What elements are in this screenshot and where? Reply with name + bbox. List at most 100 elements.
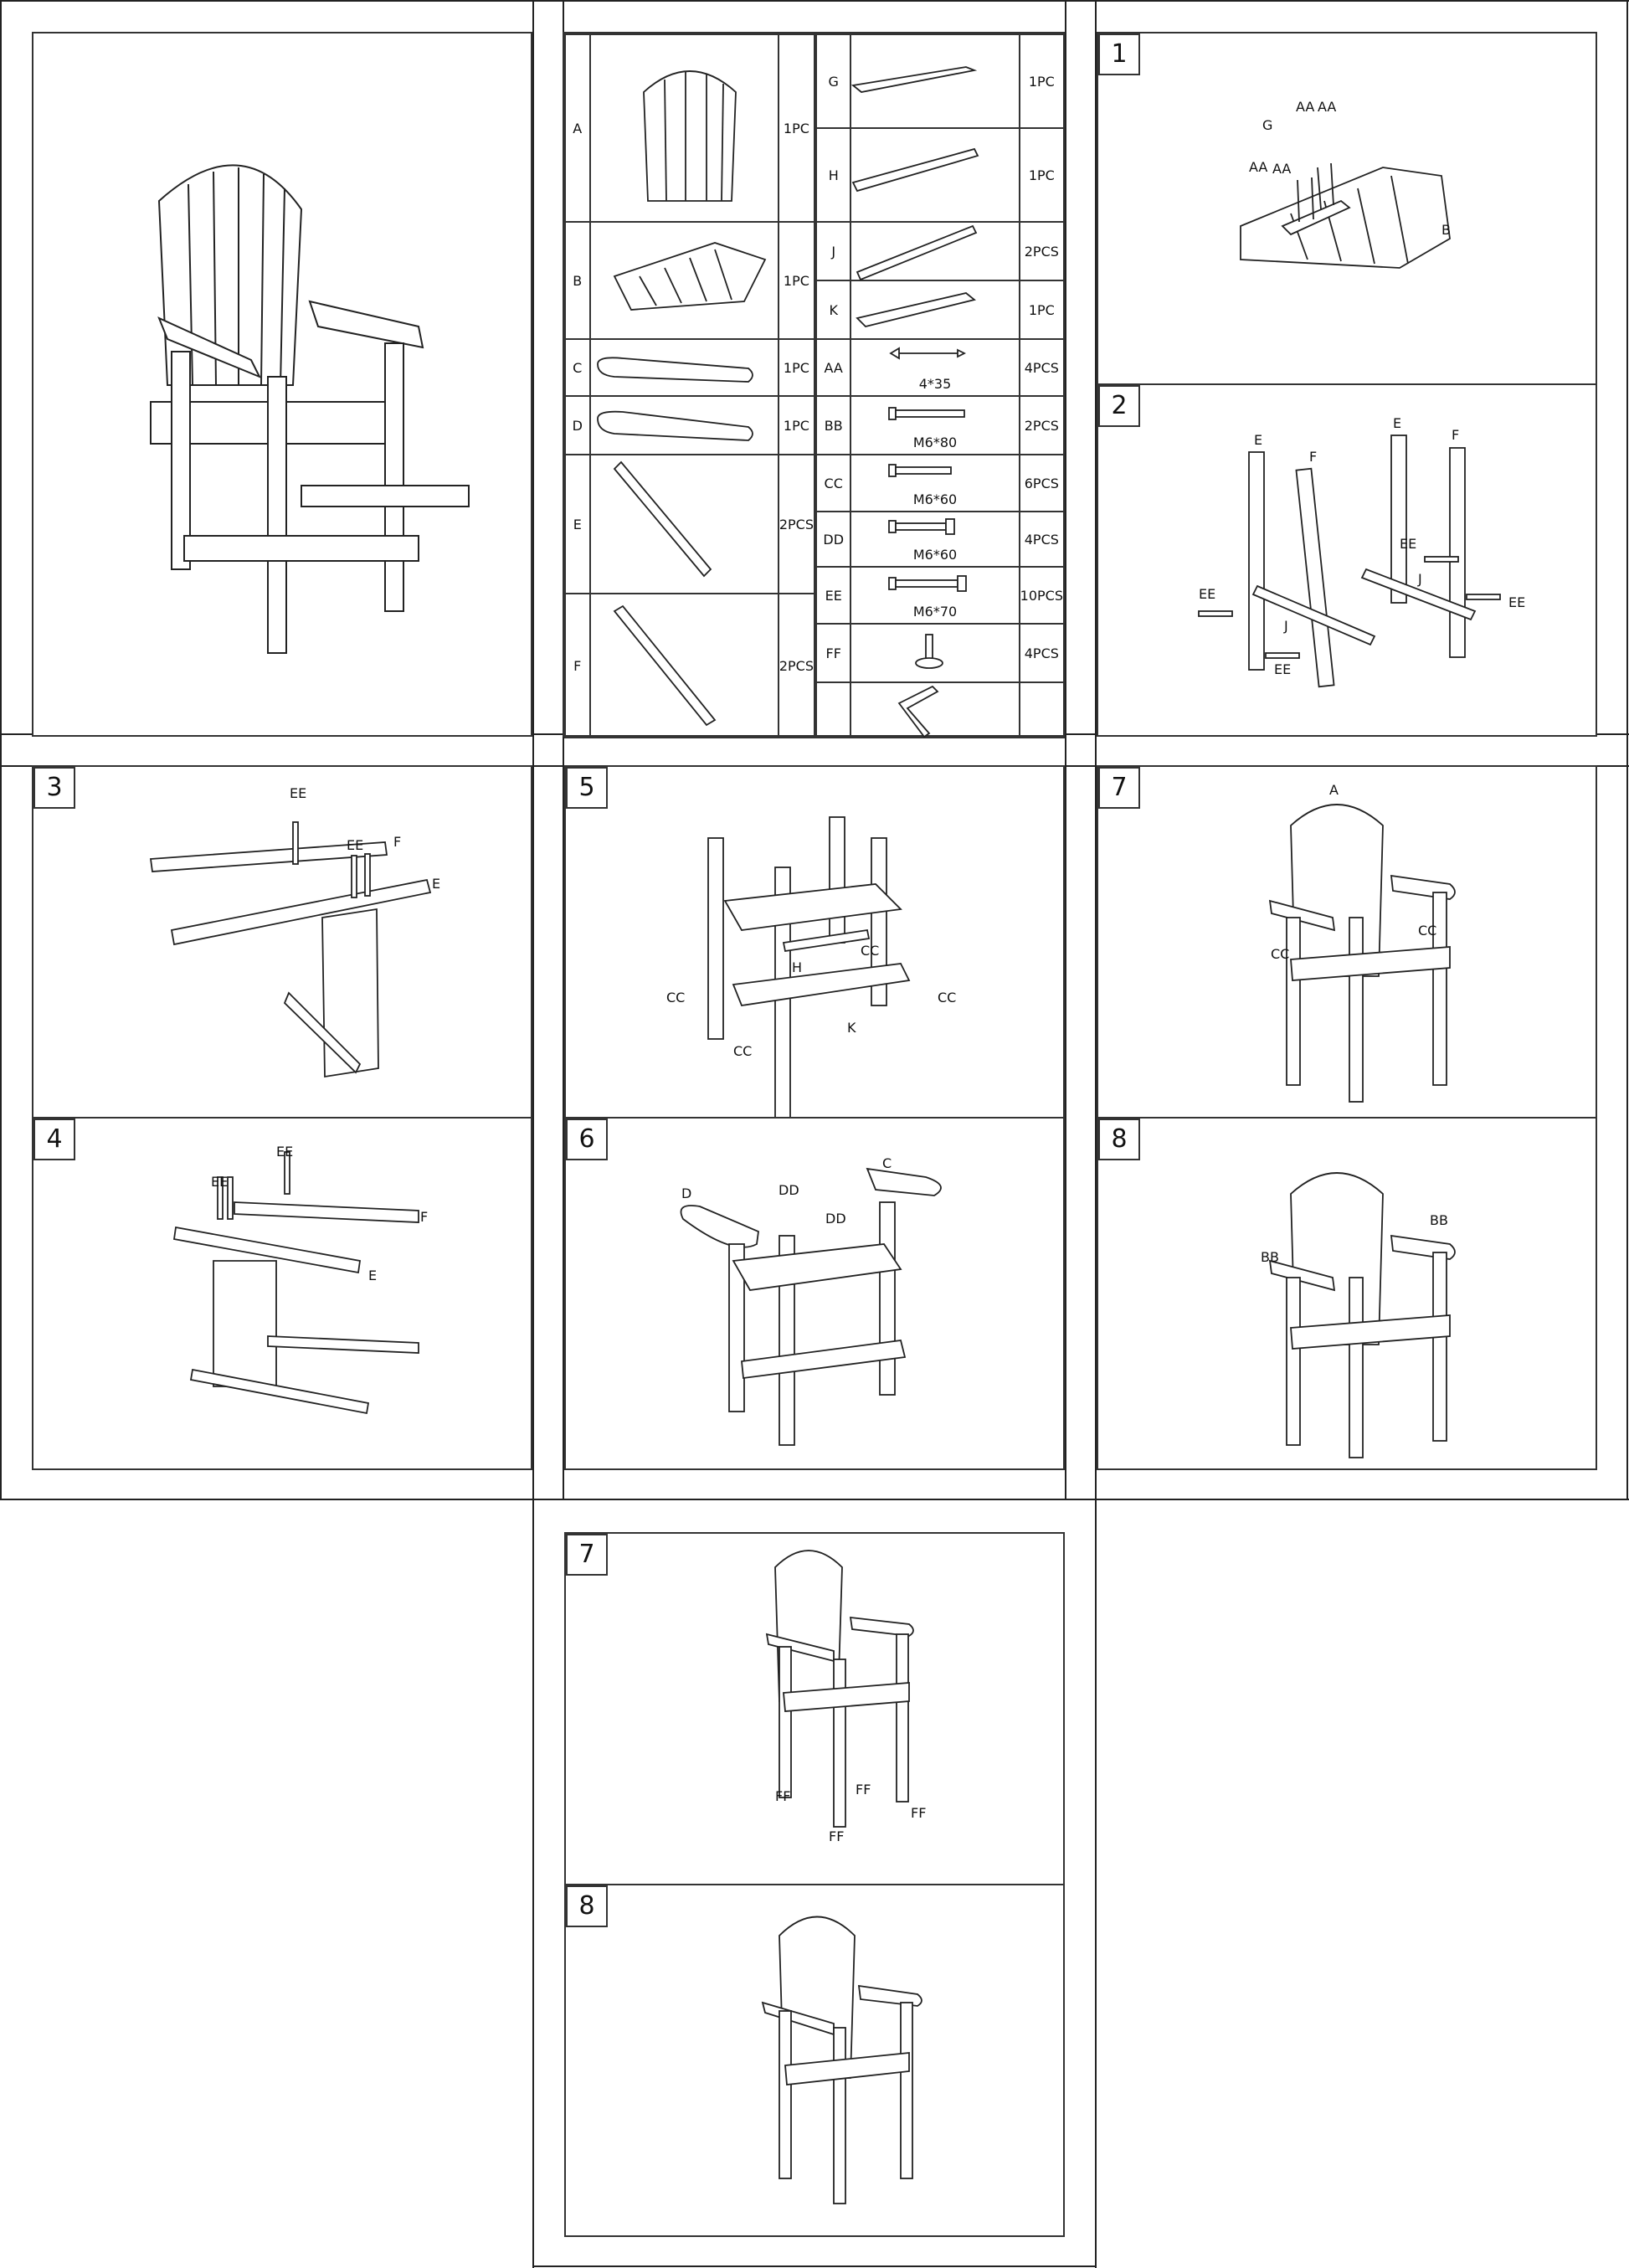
part-letter: CC bbox=[814, 454, 852, 512]
part-qty: 2PCS bbox=[777, 593, 816, 738]
part-qty: 4PCS bbox=[1018, 623, 1066, 683]
callout-label: CC bbox=[733, 1043, 753, 1059]
part-letter: B bbox=[564, 221, 591, 340]
step-number: 7 bbox=[566, 1534, 608, 1576]
step-3-diagram bbox=[149, 821, 432, 1078]
callout-label: F bbox=[1452, 427, 1460, 443]
part-qty: 1PC bbox=[777, 221, 816, 340]
callout-label: FF bbox=[856, 1782, 871, 1797]
callout-label: DD bbox=[779, 1182, 799, 1198]
callout-label: E bbox=[1393, 415, 1402, 431]
callout-label: EE bbox=[1199, 586, 1216, 602]
callout-label: EE bbox=[1274, 661, 1292, 677]
callout-label: DD bbox=[825, 1211, 846, 1227]
part-qty: 4PCS bbox=[1018, 338, 1066, 397]
callout-label: FF bbox=[829, 1828, 845, 1844]
callout-label: D bbox=[681, 1185, 692, 1201]
step-4-diagram bbox=[172, 1151, 419, 1415]
callout-label: EE bbox=[211, 1174, 229, 1190]
step-number: 6 bbox=[566, 1119, 608, 1160]
step-6-panel: 6 D C DD DD bbox=[564, 1117, 1065, 1470]
step-7b-panel: 7 FF FF FF FF bbox=[564, 1532, 1065, 1885]
callout-label: EE bbox=[290, 785, 307, 801]
callout-label: EE bbox=[347, 837, 364, 853]
callout-label: E bbox=[1254, 432, 1263, 448]
step-2-panel: 2 E F E F EE EE EE EE J J bbox=[1097, 383, 1597, 737]
step-3-panel: 3 EE EE F E bbox=[32, 765, 532, 1119]
callout-label: F bbox=[393, 834, 402, 850]
part-letter: DD bbox=[814, 511, 852, 568]
callout-label: K bbox=[847, 1020, 856, 1036]
callout-label: FF bbox=[775, 1788, 791, 1804]
part-spec: M6*60 bbox=[912, 547, 958, 563]
callout-label: BB bbox=[1261, 1249, 1279, 1265]
step-7b-diagram bbox=[765, 1550, 914, 1828]
callout-label: E bbox=[432, 876, 441, 892]
part-letter: E bbox=[564, 454, 591, 594]
step-number: 5 bbox=[566, 767, 608, 809]
part-qty: 6PCS bbox=[1018, 454, 1066, 512]
part-qty: 1PC bbox=[1018, 127, 1066, 223]
part-qty: 1PC bbox=[777, 33, 816, 223]
callout-label: AA bbox=[1296, 99, 1315, 115]
part-letter: AA bbox=[814, 338, 852, 397]
callout-label: FF bbox=[911, 1805, 927, 1821]
step-8-panel: 8 BB BB bbox=[1097, 1117, 1597, 1470]
part-qty: 10PCS bbox=[1018, 566, 1066, 625]
step-number: 8 bbox=[566, 1885, 608, 1927]
part-letter: EE bbox=[814, 566, 852, 625]
step-number: 2 bbox=[1098, 385, 1140, 427]
callout-label: AA bbox=[1272, 161, 1292, 177]
part-letter: J bbox=[814, 221, 852, 281]
callout-label: CC bbox=[1418, 923, 1437, 939]
step-7-panel: 7 A CC CC bbox=[1097, 765, 1597, 1119]
callout-label: EE bbox=[1400, 536, 1417, 552]
part-letter: K bbox=[814, 280, 852, 340]
callout-label: C bbox=[882, 1155, 892, 1171]
chair-illustration bbox=[150, 164, 470, 654]
frame-col1 bbox=[532, 0, 534, 2268]
step-8b-panel: 8 bbox=[564, 1884, 1065, 2237]
callout-label: J bbox=[1284, 618, 1288, 634]
callout-label: J bbox=[1418, 571, 1422, 587]
part-qty: 1PC bbox=[777, 338, 816, 397]
callout-label: G bbox=[1262, 117, 1273, 133]
part-spec: 4*35 bbox=[918, 376, 952, 392]
callout-label: CC bbox=[938, 990, 957, 1005]
frame-row2-bottom bbox=[0, 1499, 1629, 1500]
callout-label: CC bbox=[1271, 946, 1290, 962]
frame-right bbox=[1626, 0, 1628, 1500]
callout-label: BB bbox=[1430, 1212, 1448, 1228]
frame-top bbox=[0, 0, 1629, 2]
frame-col2 bbox=[1065, 0, 1066, 1500]
overview-panel bbox=[32, 32, 532, 737]
step-2-diagram bbox=[1198, 435, 1501, 688]
callout-label: AA bbox=[1318, 99, 1337, 115]
frame-col1b bbox=[563, 0, 564, 1500]
part-spec: M6*80 bbox=[912, 435, 958, 450]
frame-bottom bbox=[532, 2265, 1097, 2267]
callout-label: CC bbox=[861, 943, 880, 959]
frame-col2b bbox=[1095, 0, 1097, 2268]
part-qty: 2PCS bbox=[777, 454, 816, 594]
callout-label: EE bbox=[1508, 594, 1526, 610]
step-7-diagram bbox=[1268, 804, 1456, 1103]
step-number: 1 bbox=[1098, 33, 1140, 75]
part-letter: G bbox=[814, 33, 852, 129]
callout-label: B bbox=[1441, 222, 1451, 238]
part-qty: 1PC bbox=[1018, 33, 1066, 129]
callout-label: A bbox=[1329, 782, 1339, 798]
part-letter: H bbox=[814, 127, 852, 223]
callout-label: AA bbox=[1249, 159, 1268, 175]
step-5-panel: 5 CC CC CC CC H K bbox=[564, 765, 1065, 1119]
step-4-panel: 4 EE EE F E bbox=[32, 1117, 532, 1470]
callout-label: H bbox=[792, 959, 803, 975]
part-qty: 4PCS bbox=[1018, 511, 1066, 568]
step-1-diagram bbox=[1240, 162, 1451, 269]
callout-label: E bbox=[368, 1268, 378, 1283]
callout-label: F bbox=[420, 1209, 429, 1225]
part-qty: 1PC bbox=[1018, 280, 1066, 340]
part-letter: FF bbox=[814, 623, 852, 683]
step-5-diagram bbox=[707, 816, 911, 1119]
